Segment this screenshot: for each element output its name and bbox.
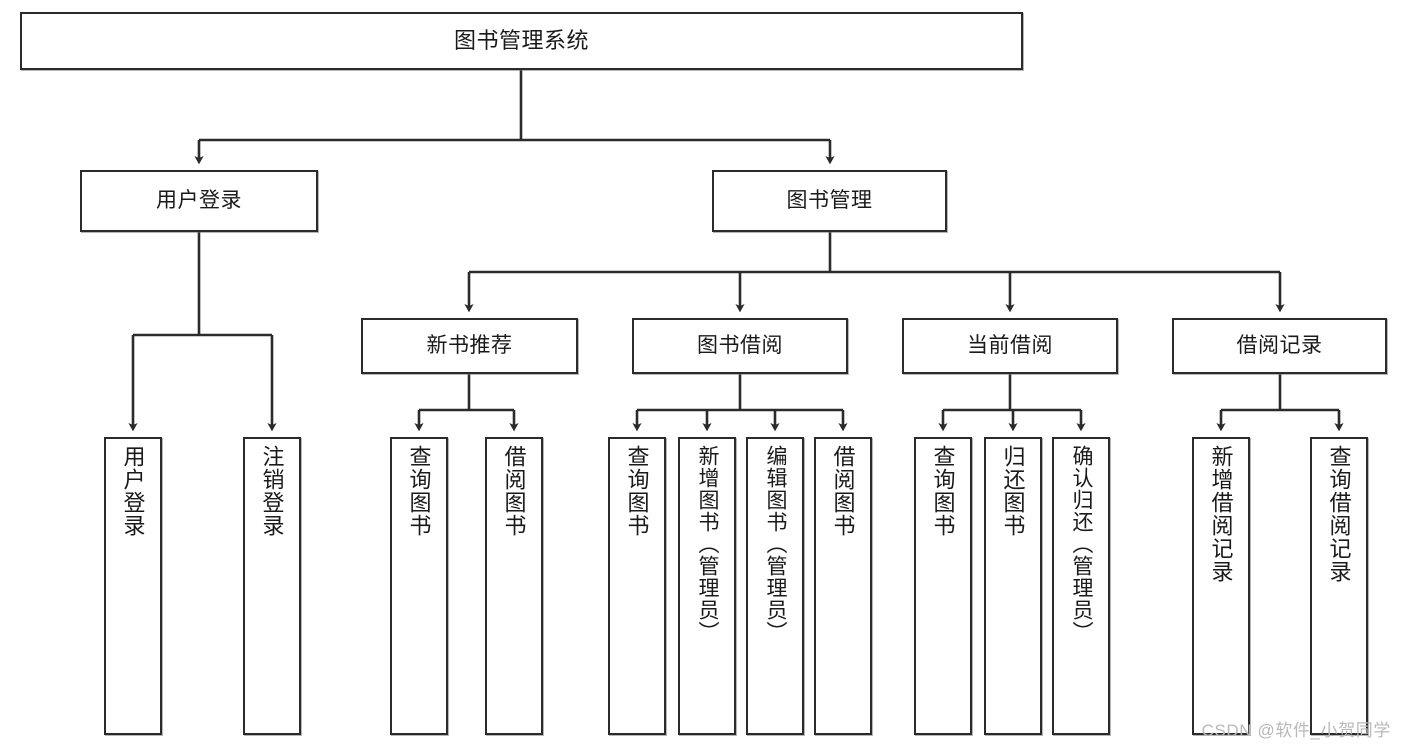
leaf-add-borrow-record[interactable]: 新增借阅记录 [1192, 437, 1250, 735]
node-label: 确认归还（管理员） [1070, 445, 1094, 643]
node-label: 图书借阅 [697, 333, 783, 357]
node-book-borrow[interactable]: 图书借阅 [632, 318, 848, 374]
node-label: 新增图书（管理员） [696, 445, 720, 643]
leaf-user-logout[interactable]: 注销登录 [243, 437, 301, 735]
leaf-query-book-current[interactable]: 查询图书 [914, 437, 972, 735]
node-label: 查询借阅记录 [1326, 445, 1352, 583]
node-new-book-recommend[interactable]: 新书推荐 [361, 318, 578, 374]
leaf-borrow-book[interactable]: 借阅图书 [814, 437, 872, 735]
leaf-borrow-book-recommend[interactable]: 借阅图书 [485, 437, 543, 735]
node-label: 查询图书 [930, 445, 956, 537]
node-label: 新书推荐 [426, 333, 513, 357]
leaf-return-book[interactable]: 归还图书 [984, 437, 1042, 735]
node-label: 查询图书 [406, 445, 432, 537]
node-book-management[interactable]: 图书管理 [712, 170, 947, 232]
node-label: 图书管理系统 [453, 28, 589, 54]
node-label: 用户登录 [156, 188, 242, 212]
node-label: 新增借阅记录 [1208, 445, 1234, 583]
node-label: 借阅图书 [501, 445, 527, 537]
node-system-root[interactable]: 图书管理系统 [20, 12, 1023, 70]
node-borrow-records[interactable]: 借阅记录 [1172, 318, 1387, 374]
watermark-text: CSDN @软件_小贺同学 [1201, 721, 1391, 740]
node-current-borrow[interactable]: 当前借阅 [902, 318, 1118, 374]
leaf-user-login[interactable]: 用户登录 [104, 437, 162, 735]
node-label: 归还图书 [1000, 445, 1026, 537]
node-label: 图书管理 [786, 188, 873, 212]
node-label: 编辑图书（管理员） [764, 445, 788, 643]
node-label: 查询图书 [624, 445, 650, 537]
node-user-login[interactable]: 用户登录 [80, 170, 318, 232]
leaf-add-book-admin[interactable]: 新增图书（管理员） [678, 437, 736, 735]
leaf-query-book-recommend[interactable]: 查询图书 [390, 437, 448, 735]
node-label: 用户登录 [120, 445, 146, 537]
leaf-edit-book-admin[interactable]: 编辑图书（管理员） [746, 437, 804, 735]
leaf-query-book-borrow[interactable]: 查询图书 [608, 437, 666, 735]
leaf-query-borrow-record[interactable]: 查询借阅记录 [1310, 437, 1368, 735]
node-label: 注销登录 [259, 445, 285, 537]
node-label: 借阅图书 [830, 445, 856, 537]
leaf-confirm-return-admin[interactable]: 确认归还（管理员） [1052, 437, 1110, 735]
node-label: 借阅记录 [1236, 333, 1323, 357]
node-label: 当前借阅 [967, 333, 1053, 357]
